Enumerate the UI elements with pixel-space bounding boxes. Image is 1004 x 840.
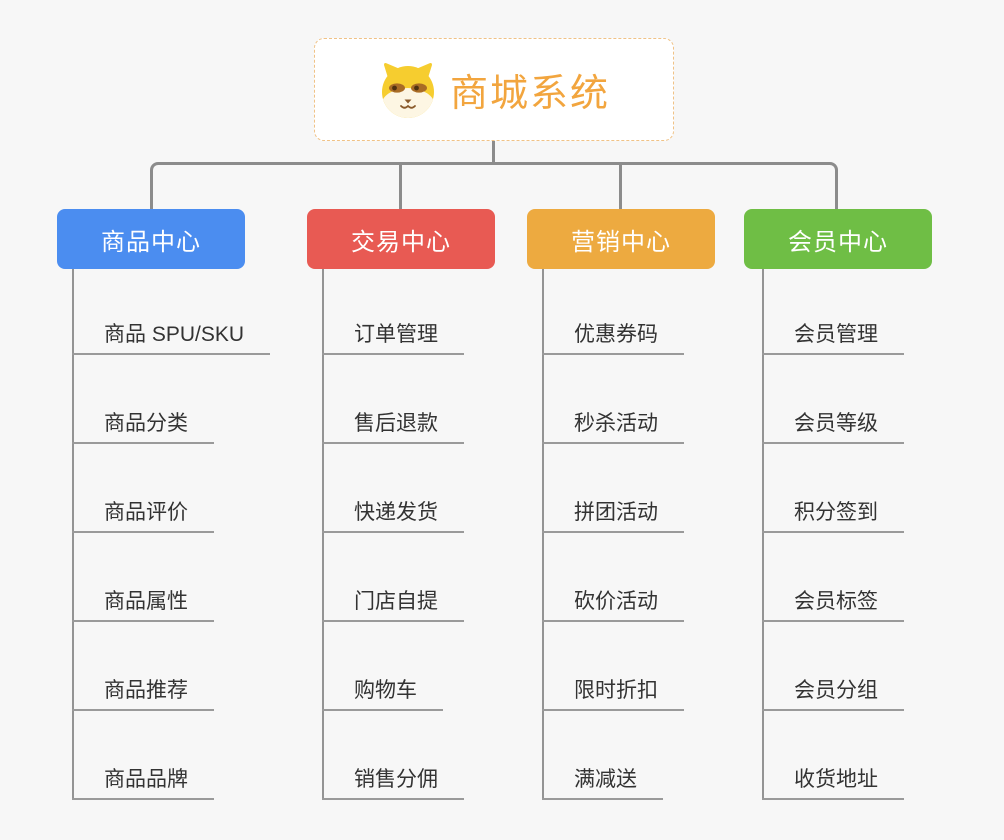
leaf-node[interactable]: 售后退款 [322,355,562,444]
leaf-node[interactable]: 销售分佣 [322,711,562,800]
root-title: 商城系统 [449,73,610,115]
leaf-node[interactable]: 商品分类 [72,355,312,444]
leaf-node[interactable]: 会员管理 [762,269,1002,355]
leaf-label[interactable]: 商品评价 [72,496,214,533]
leaf-node[interactable]: 秒杀活动 [542,355,782,444]
leaf-node[interactable]: 商品评价 [72,444,312,533]
branch-label: 交易中心 [351,228,451,256]
leaf-label[interactable]: 会员分组 [762,674,904,711]
leaf-label[interactable]: 门店自提 [322,585,464,622]
leaf-column-trade-center: 订单管理 售后退款 快递发货 门店自提 购物车 销售分佣 [322,269,562,800]
leaf-label[interactable]: 积分签到 [762,496,904,533]
leaf-label[interactable]: 商品推荐 [72,674,214,711]
leaf-label[interactable]: 满减送 [542,763,663,800]
leaf-node[interactable]: 门店自提 [322,533,562,622]
leaf-label[interactable]: 限时折扣 [542,674,684,711]
leaf-label[interactable]: 商品属性 [72,585,214,622]
leaf-label[interactable]: 商品品牌 [72,763,214,800]
leaf-column-member-center: 会员管理 会员等级 积分签到 会员标签 会员分组 收货地址 [762,269,1002,800]
leaf-label[interactable]: 会员管理 [762,318,904,355]
connector-column-spine [72,269,74,800]
leaf-node[interactable]: 积分签到 [762,444,1002,533]
connector-column-spine [762,269,764,800]
leaf-node[interactable]: 会员等级 [762,355,1002,444]
branch-node-product-center[interactable]: 商品中心 [57,209,245,269]
branch-label: 会员中心 [788,228,888,256]
leaf-node[interactable]: 商品推荐 [72,622,312,711]
leaf-node[interactable]: 会员分组 [762,622,1002,711]
connector-drop-branch3 [619,164,622,209]
connector-drop-branch2 [399,164,402,209]
branch-node-marketing-center[interactable]: 营销中心 [527,209,715,269]
leaf-label[interactable]: 会员标签 [762,585,904,622]
leaf-label[interactable]: 销售分佣 [322,763,464,800]
leaf-label[interactable]: 商品 SPU/SKU [72,318,271,355]
leaf-node[interactable]: 限时折扣 [542,622,782,711]
branch-node-member-center[interactable]: 会员中心 [744,209,932,269]
root-node-mall-system[interactable]: 商城系统 [314,38,674,141]
leaf-node[interactable]: 收货地址 [762,711,1002,800]
leaf-node[interactable]: 购物车 [322,622,562,711]
leaf-label[interactable]: 售后退款 [322,407,464,444]
leaf-label[interactable]: 秒杀活动 [542,407,684,444]
leaf-label[interactable]: 订单管理 [322,318,464,355]
leaf-label[interactable]: 快递发货 [322,496,464,533]
branch-label: 营销中心 [571,228,671,256]
connector-bus [150,162,838,209]
leaf-node[interactable]: 会员标签 [762,533,1002,622]
leaf-node[interactable]: 满减送 [542,711,782,800]
leaf-label[interactable]: 购物车 [322,674,443,711]
leaf-label[interactable]: 砍价活动 [542,585,684,622]
leaf-label[interactable]: 商品分类 [72,407,214,444]
connector-column-spine [322,269,324,800]
leaf-label[interactable]: 收货地址 [762,763,904,800]
leaf-label[interactable]: 会员等级 [762,407,904,444]
leaf-node[interactable]: 订单管理 [322,269,562,355]
leaf-node[interactable]: 商品属性 [72,533,312,622]
leaf-column-marketing-center: 优惠券码 秒杀活动 拼团活动 砍价活动 限时折扣 满减送 [542,269,782,800]
connector-root-drop [492,141,495,165]
leaf-label[interactable]: 优惠券码 [542,318,684,355]
leaf-node[interactable]: 快递发货 [322,444,562,533]
dog-face-icon [381,62,434,118]
leaf-node[interactable]: 拼团活动 [542,444,782,533]
connector-column-spine [542,269,544,800]
leaf-label[interactable]: 拼团活动 [542,496,684,533]
branch-label: 商品中心 [101,228,201,256]
leaf-node[interactable]: 优惠券码 [542,269,782,355]
leaf-node[interactable]: 商品 SPU/SKU [72,269,312,355]
leaf-node[interactable]: 商品品牌 [72,711,312,800]
leaf-column-product-center: 商品 SPU/SKU 商品分类 商品评价 商品属性 商品推荐 商品品牌 [72,269,312,800]
branch-node-trade-center[interactable]: 交易中心 [307,209,495,269]
leaf-node[interactable]: 砍价活动 [542,533,782,622]
